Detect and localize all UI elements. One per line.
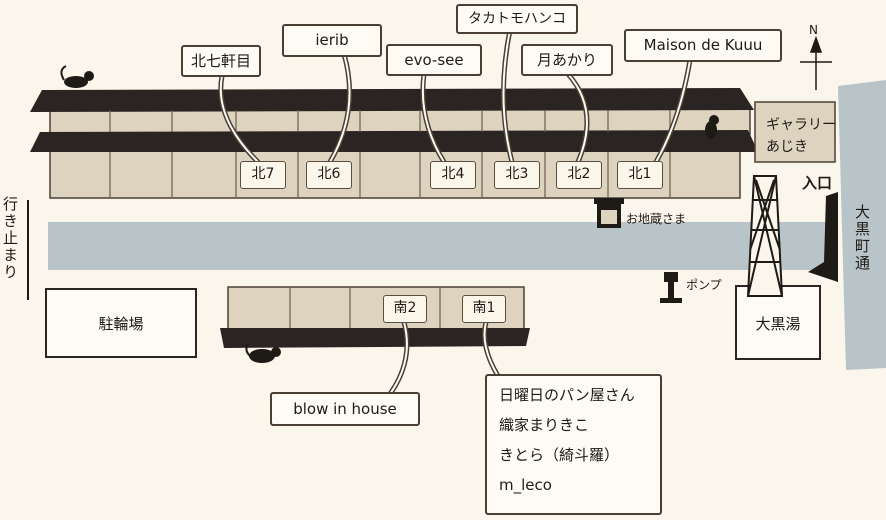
minami1-shop-2: 織家まりきこ	[499, 416, 590, 434]
cat-icon-roof-right	[705, 115, 719, 139]
minami1-shop-4: m_leco	[499, 476, 552, 494]
shop-label-ierib: ierib	[282, 24, 382, 57]
jizo-label: お地蔵さま	[626, 212, 687, 226]
entrance-label: 入口	[802, 174, 833, 192]
gallery-label-line2: あじき	[766, 139, 808, 155]
unit-kita3: 北3	[494, 161, 540, 189]
daikokuyu-box	[735, 285, 821, 360]
unit-kita1: 北1	[617, 161, 663, 189]
north-row-upper-roof	[30, 88, 754, 112]
daikoku-street-road	[838, 80, 886, 370]
dead-end-label: 行き止まり	[1, 196, 19, 281]
bicycle-parking-label: 駐輪場	[98, 315, 144, 333]
unit-minami2: 南2	[383, 295, 427, 323]
alley-road	[48, 222, 838, 270]
gallery-box	[754, 101, 836, 163]
street-label: 大黒町通	[853, 204, 871, 272]
cat-icon-roof-left	[60, 65, 94, 88]
minami1-shop-1: 日曜日のパン屋さん	[499, 386, 635, 404]
minami1-shop-3: きとら（綺斗羅）	[499, 446, 620, 464]
shop-label-blow-in-house: blow in house	[270, 392, 420, 426]
unit-kita7: 北7	[240, 161, 286, 189]
shop-label-maison-de-kuuu: Maison de Kuuu	[624, 29, 782, 62]
north-arrow-icon	[800, 35, 832, 90]
jizo-shrine-icon	[594, 198, 624, 228]
north-row-upper-wall	[49, 107, 751, 135]
shop-label-evo-see: evo-see	[386, 44, 482, 76]
chimney-icon	[746, 175, 784, 297]
south-row-roof	[220, 328, 530, 348]
gallery-label-line1: ギャラリー	[766, 117, 836, 133]
entrance-gate-icon	[808, 192, 838, 282]
shop-label-takatomo-hanko: タカトモハンコ	[456, 4, 578, 34]
daikokuyu-label: 大黒湯	[755, 315, 801, 333]
north-row-lower-roof	[30, 130, 758, 152]
cat-icon-south	[245, 343, 281, 363]
unit-kita6: 北6	[306, 161, 352, 189]
shop-label-tsuki-akari: 月あかり	[521, 44, 613, 76]
shop-label-kita7: 北七軒目	[181, 45, 261, 77]
north-label: N	[809, 23, 818, 37]
minami1-shop-list: 日曜日のパン屋さん 織家まりきこ きとら（綺斗羅） m_leco	[485, 374, 662, 515]
unit-kita4: 北4	[430, 161, 476, 189]
pump-icon	[660, 272, 682, 303]
unit-minami1: 南1	[462, 295, 506, 323]
pump-label: ポンプ	[686, 278, 722, 292]
unit-kita2: 北2	[556, 161, 602, 189]
bicycle-parking-box	[45, 288, 197, 358]
